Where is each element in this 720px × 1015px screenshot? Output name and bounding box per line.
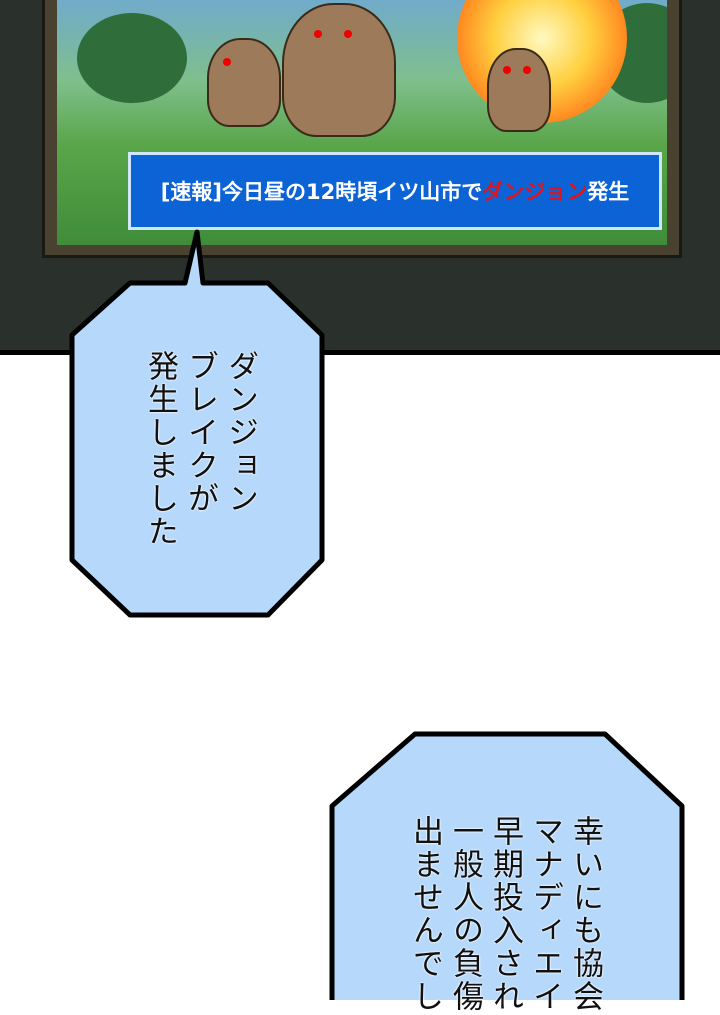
bubble-line: 幸いにも協会: [567, 815, 603, 1013]
comic-panel-tv: [速報]今日昼の12時頃イツ山市でダンジョン発生: [0, 0, 720, 355]
monster-illustration: [487, 48, 551, 132]
ticker-text: [速報]今日昼の12時頃イツ山市で: [160, 180, 483, 204]
monster-illustration: [207, 38, 281, 127]
news-ticker: [速報]今日昼の12時頃イツ山市でダンジョン発生: [128, 152, 662, 230]
bubble-line: ダンジョン: [222, 350, 258, 515]
bubble-line: 早期投入され: [487, 815, 523, 1013]
monster-illustration: [282, 3, 396, 137]
bubble-2-text: 幸いにも協会 マナディエイ 早期投入され 一般人の負傷 出ませんでし: [405, 815, 605, 1015]
bubble-line: ブレイクが: [182, 350, 218, 515]
bubble-line: マナディエイ: [527, 815, 563, 1013]
bubble-1-text: ダンジョン ブレイクが 発生しました: [140, 350, 260, 548]
speech-bubble-1: [69, 229, 325, 618]
ticker-suffix: 発生: [587, 180, 630, 204]
speech-bubble-2: [329, 731, 685, 1000]
bubble-line: 一般人の負傷: [447, 815, 483, 1013]
bubble-line: 出ませんでし: [407, 815, 443, 1013]
bubble-line: 発生しました: [142, 350, 178, 548]
ticker-highlight: ダンジョン: [482, 180, 588, 204]
